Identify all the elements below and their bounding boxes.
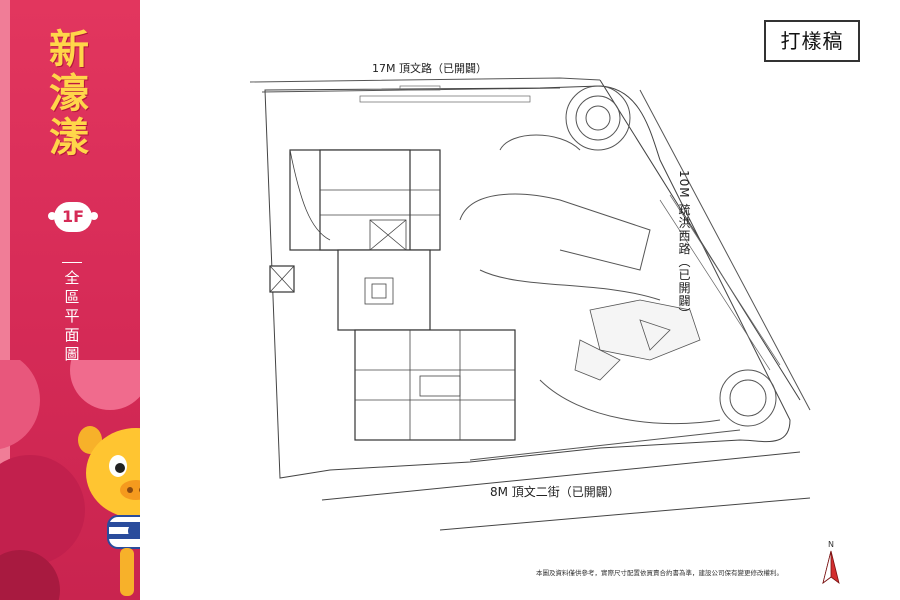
subtitle-char: 全 (64, 269, 80, 287)
project-title-char: 濠 (49, 70, 89, 117)
floor-badge: 1F (48, 202, 98, 232)
project-title-char: 新 (49, 26, 89, 73)
subtitle-char: 圖 (64, 345, 80, 363)
subtitle-char: 面 (64, 326, 80, 344)
mascot-image (78, 426, 140, 596)
project-title-char: 漾 (49, 114, 89, 161)
site-floor-plan (249, 77, 811, 531)
road-label-right: 10M 疏洪西路（已開闢） (677, 170, 691, 321)
project-title: 新 濠 漾 (44, 28, 94, 160)
road-label-bottom: 8M 頂文二街（已開闢） (490, 485, 620, 499)
road-label-top: 17M 頂文路（已開闢） (372, 62, 487, 75)
brand-sidebar: 新 濠 漾 1F 全 區 平 面 圖 (0, 0, 140, 600)
draft-stamp: 打樣稿 (764, 20, 860, 62)
subtitle-char: 平 (64, 307, 80, 325)
sidebar-strip (0, 0, 10, 600)
subtitle-char: 區 (64, 288, 80, 306)
north-arrow-icon: N (820, 540, 842, 588)
disclaimer-text: 本圖及資料僅供參考，實際尺寸配置依買賣合約書為準，建設公司保有變更修改權利。 (536, 569, 783, 577)
decorative-balloons (0, 360, 140, 600)
plan-subtitle: 全 區 平 面 圖 (62, 262, 82, 364)
north-arrow-shape (822, 550, 840, 584)
compass-label: N (828, 540, 834, 549)
